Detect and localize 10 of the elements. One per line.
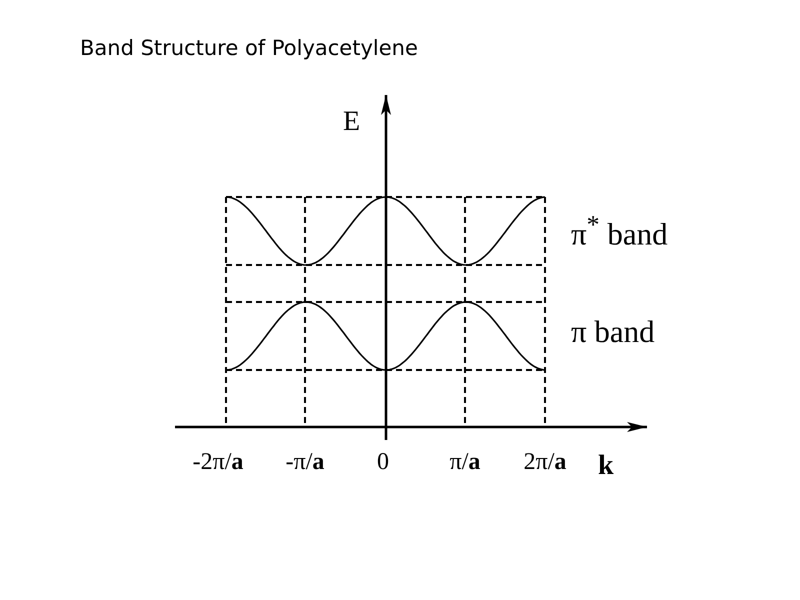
tick-label: -π/a [286,450,324,474]
axis-label: k [598,452,614,480]
tick-label: π/a [450,450,480,474]
band-label: π$^{*}$ band [571,212,668,250]
band-label: π band [571,316,655,347]
axis-label: E [343,108,360,136]
tick-label: 2π/a [524,450,566,474]
title: Band Structure of Polyacetylene [80,36,418,60]
tick-label: 0 [377,450,389,474]
tick-label: -2π/a [192,450,244,474]
